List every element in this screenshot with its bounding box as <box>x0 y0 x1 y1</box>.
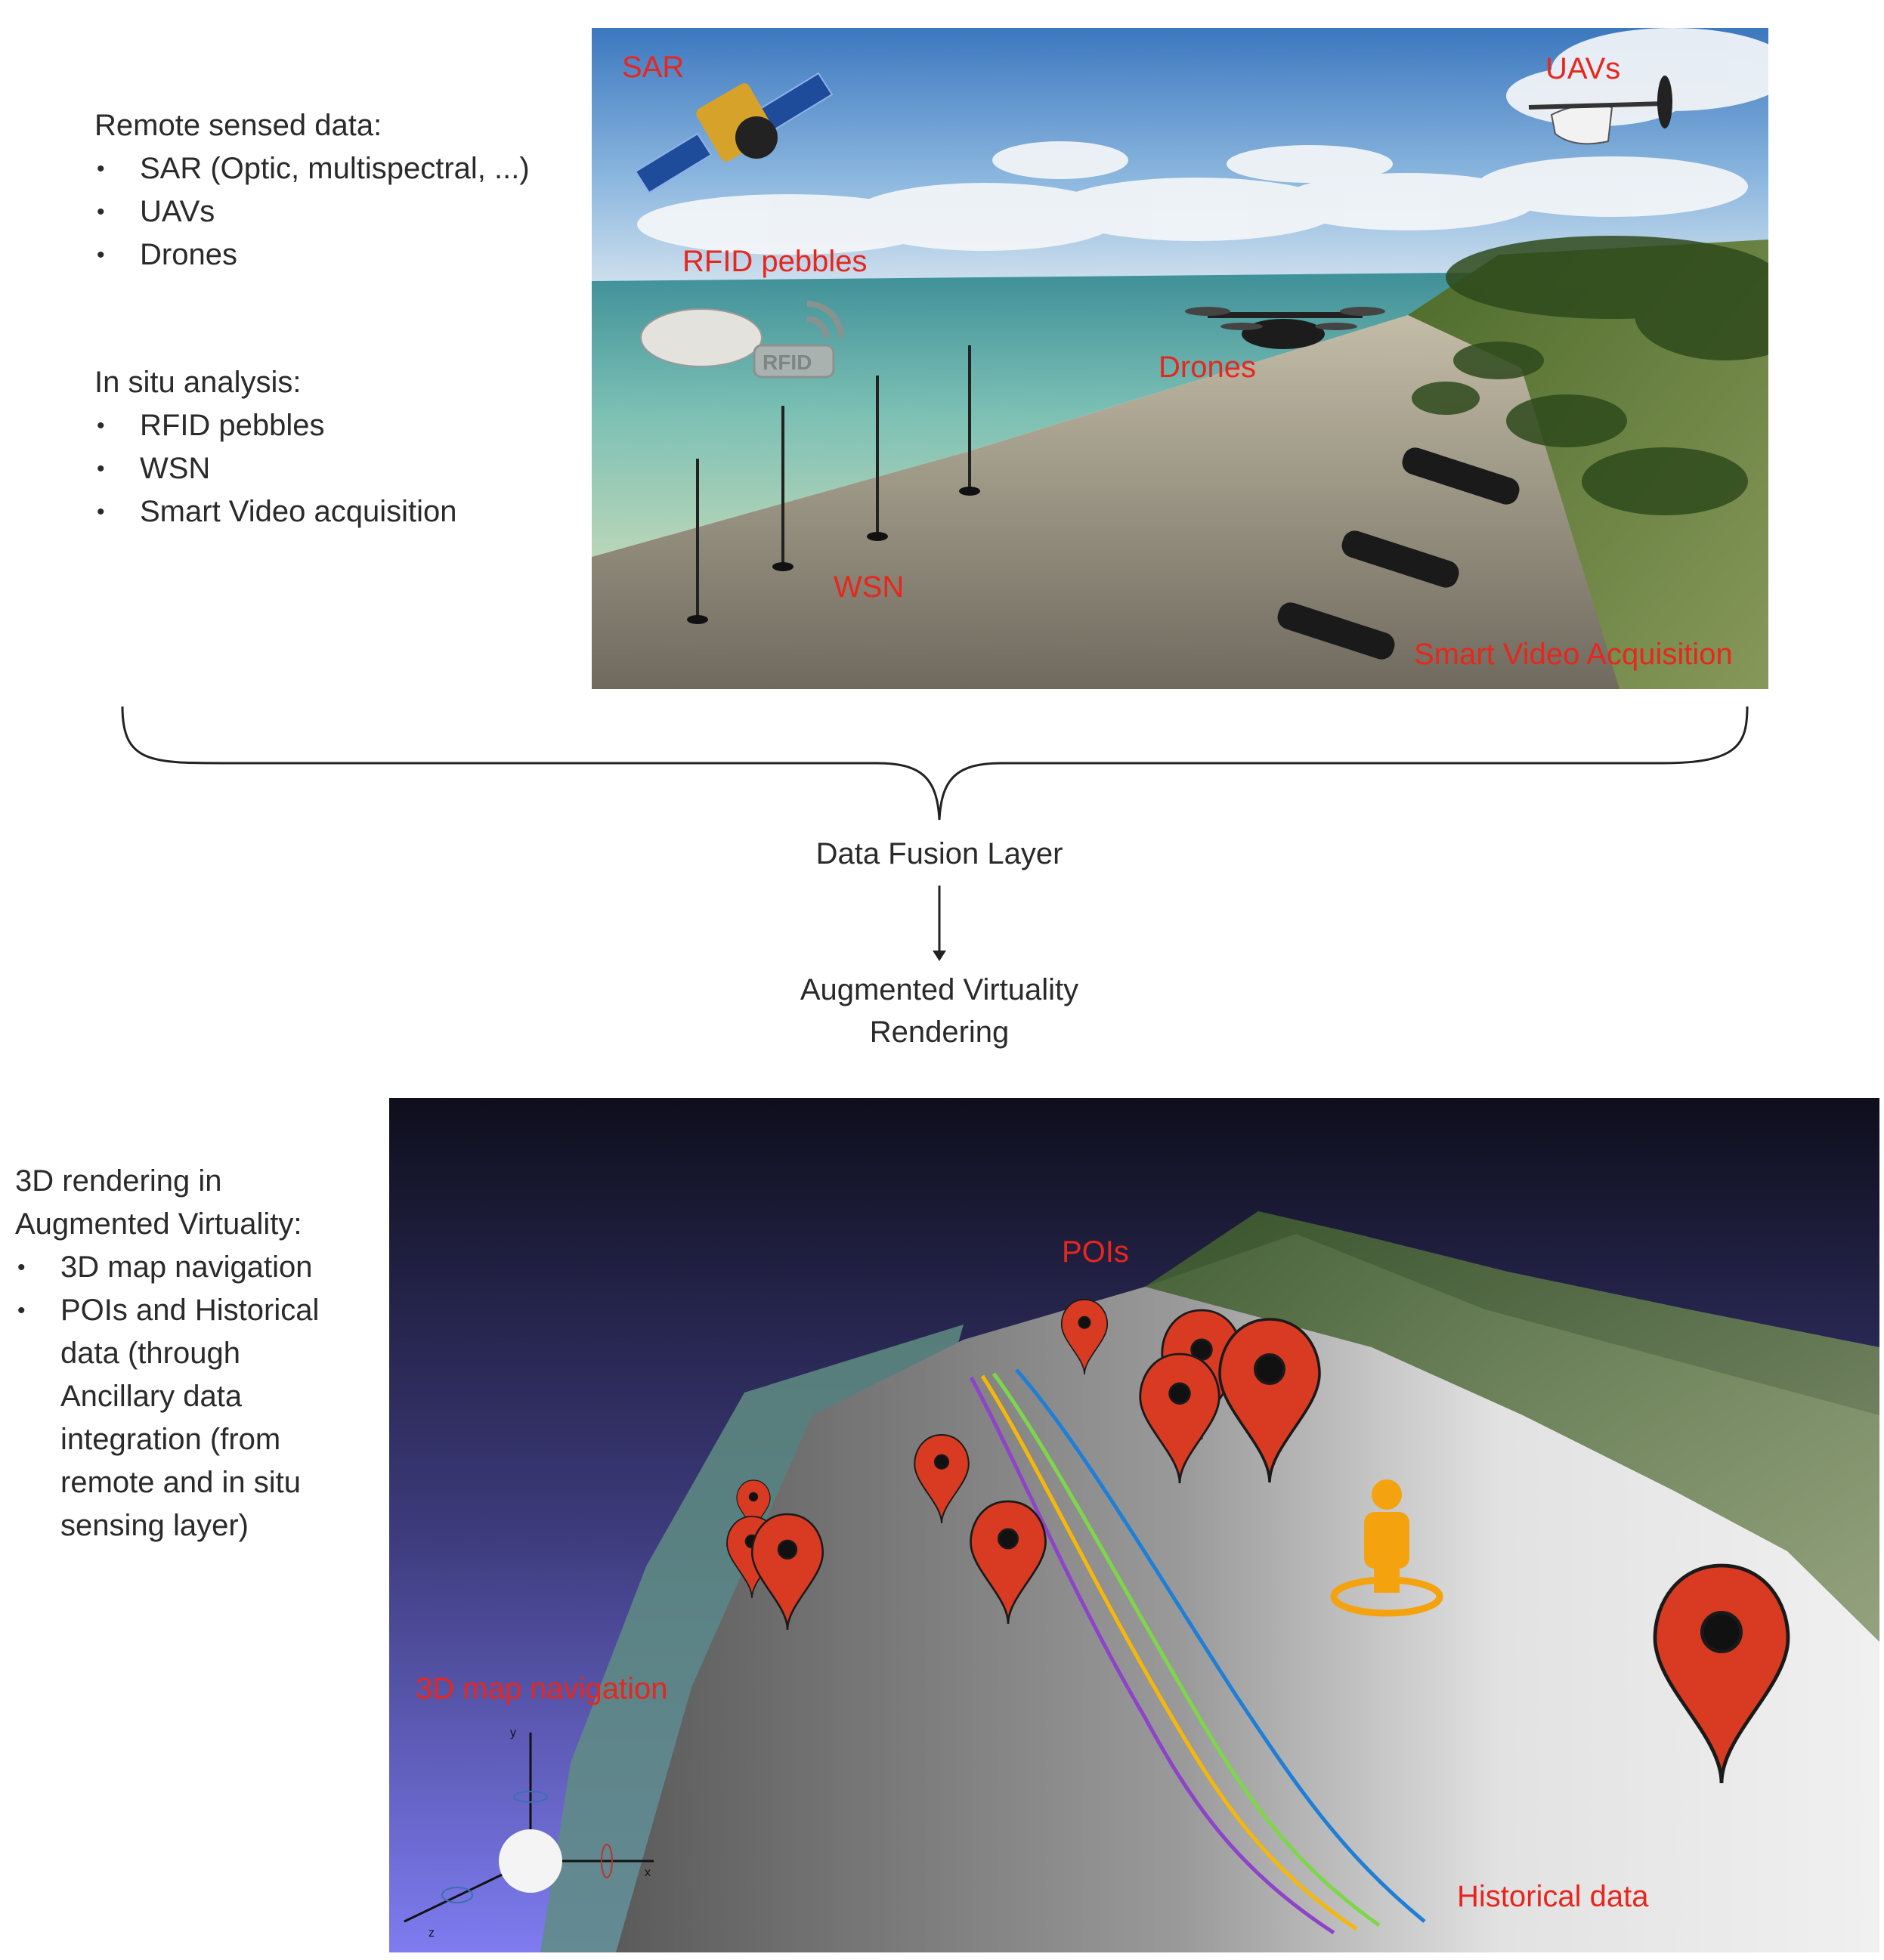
3d-map-image: y x z POIs 3D map navigation Historical … <box>389 1098 1879 1952</box>
rfid-pebbles-label: RFID pebbles <box>682 245 868 278</box>
satellite-icon <box>634 72 834 194</box>
in-situ-list: In situ analysis: RFID pebbles WSN Smart… <box>94 361 578 533</box>
data-fusion-layer-label: Data Fusion Layer <box>815 837 1063 870</box>
drones-label: Drones <box>1159 351 1256 384</box>
rfid-pebble-icon <box>640 301 844 379</box>
axis-z-label: z <box>428 1927 435 1940</box>
uavs-label: UAVs <box>1545 52 1621 85</box>
list-item: POIs and Historical data (through Ancill… <box>15 1289 348 1547</box>
historical-data-label: Historical data <box>1457 1880 1649 1913</box>
poi-pins <box>726 1299 1790 1784</box>
3d-map-graphic: y x z <box>389 1098 1879 1952</box>
beach-scene-graphic: RFID <box>592 28 1768 689</box>
list-item: Smart Video acquisition <box>94 490 578 533</box>
brace-and-arrow <box>121 706 1749 961</box>
pois-label: POIs <box>1062 1235 1129 1269</box>
rendering-line-2: Rendering <box>869 1016 1010 1049</box>
rfid-badge-text: RFID <box>763 351 812 374</box>
beach-scene-image: RFID SAR UAVs RFI <box>592 28 1768 689</box>
in-situ-title: In situ analysis: <box>94 366 302 399</box>
smart-video-label: Smart Video Acquisition <box>1414 638 1733 671</box>
list-item: Drones <box>94 233 578 277</box>
remote-sensed-list: Remote sensed data: SAR (Optic, multispe… <box>94 104 578 277</box>
axis-y-label: y <box>510 1727 516 1739</box>
uav-icon <box>1528 76 1672 145</box>
rendering-label: Augmented Virtuality Rendering <box>713 969 1166 1053</box>
video-camera-icons <box>1277 447 1520 660</box>
3d-map-navigation-label: 3D map navigation <box>416 1672 668 1705</box>
remote-sensed-title: Remote sensed data: <box>94 109 382 142</box>
axis-x-label: x <box>645 1866 651 1879</box>
av-title-line-2: Augmented Virtuality: <box>15 1207 302 1241</box>
historical-data-lines <box>969 1368 1426 1935</box>
wsn-label: WSN <box>834 570 905 604</box>
user-location-icon <box>1330 1479 1443 1617</box>
navigation-gizmo-icon: y x z <box>404 1727 654 1940</box>
drone-icon <box>1185 307 1385 349</box>
sar-label: SAR <box>622 51 685 84</box>
list-item: SAR (Optic, multispectral, ...) <box>94 147 578 190</box>
rendering-line-1: Augmented Virtuality <box>800 973 1079 1006</box>
list-item: UAVs <box>94 190 578 233</box>
wsn-antennas <box>696 345 971 617</box>
list-item: RFID pebbles <box>94 404 578 447</box>
av-rendering-list: 3D rendering in Augmented Virtuality: 3D… <box>15 1160 348 1547</box>
av-title-line-1: 3D rendering in <box>15 1164 222 1198</box>
list-item: 3D map navigation <box>15 1246 348 1289</box>
list-item: WSN <box>94 447 578 490</box>
